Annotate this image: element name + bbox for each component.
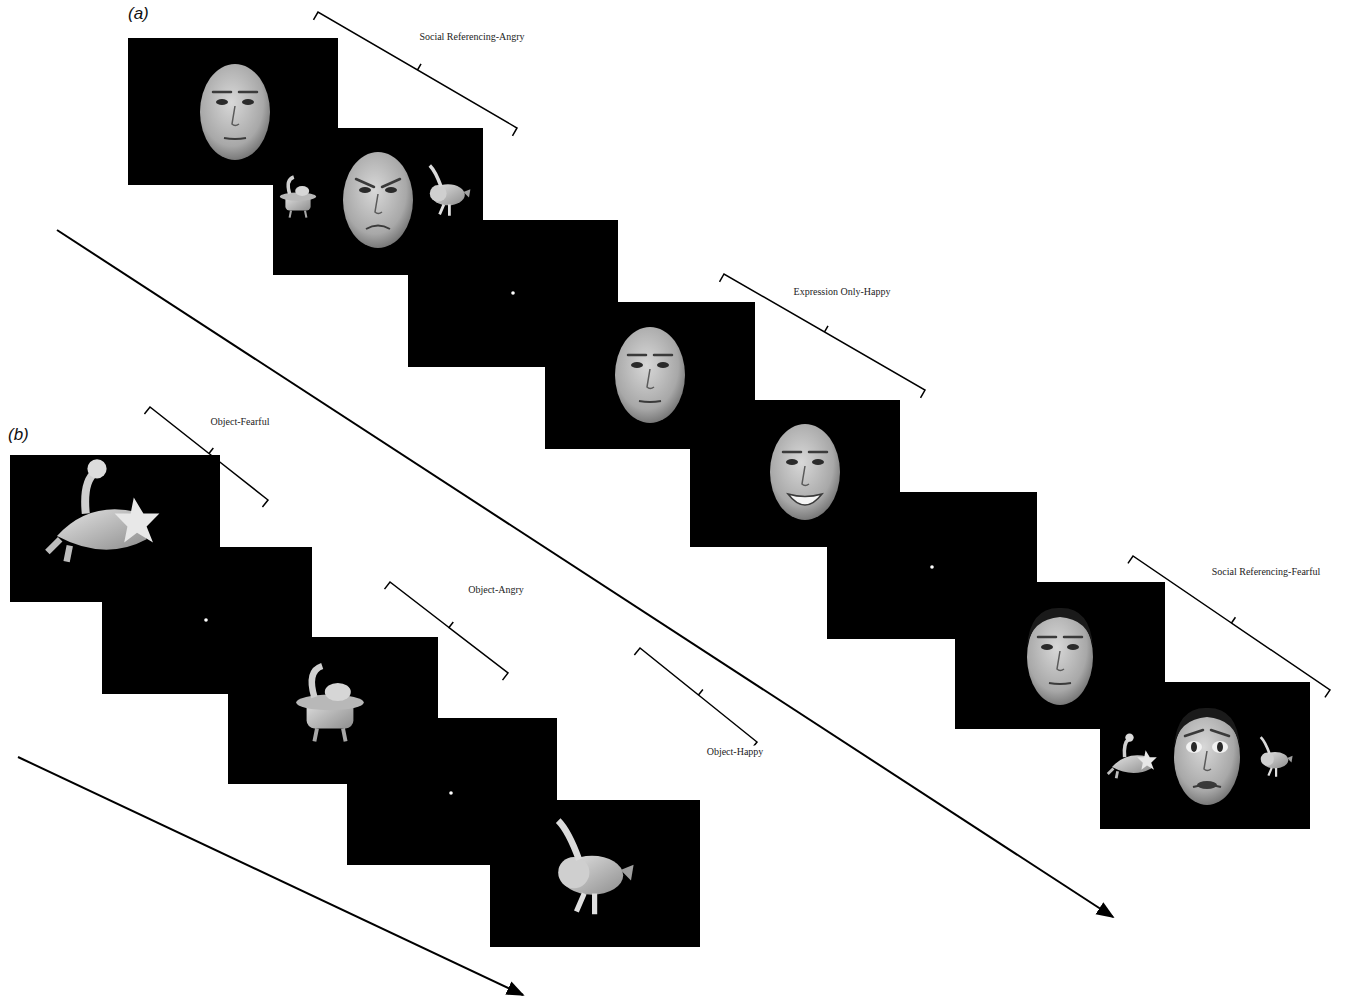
face-stimulus: [770, 424, 840, 520]
condition-label: Social Referencing-Angry: [417, 31, 526, 42]
panel-letter: (b): [8, 426, 29, 445]
stimulus-screen: [490, 800, 700, 947]
novel-object: [280, 177, 316, 218]
stimulus-screen: [1100, 682, 1310, 829]
face-stimulus: [200, 64, 270, 160]
fixation-point: [449, 791, 453, 795]
novel-object: [558, 821, 633, 915]
face-stimulus: [1027, 608, 1093, 705]
novel-object: [430, 165, 471, 215]
fixation-point: [930, 565, 934, 569]
novel-object: [47, 459, 159, 561]
fixation-point: [204, 618, 208, 622]
face-stimulus: [1174, 708, 1240, 805]
trial-bracket: [720, 274, 925, 398]
novel-object: [296, 666, 364, 741]
condition-label: Expression Only-Happy: [792, 286, 893, 297]
face-stimulus: [615, 327, 685, 423]
condition-label: Object-Angry: [466, 584, 526, 595]
novel-object: [1108, 733, 1157, 778]
trial-bracket: [634, 648, 757, 749]
condition-label: Object-Happy: [705, 746, 766, 757]
novel-object: [1261, 737, 1293, 777]
trial-bracket: [385, 582, 508, 680]
fixation-point: [511, 291, 515, 295]
condition-label: Object-Fearful: [209, 416, 272, 427]
panel-letter: (a): [128, 5, 149, 24]
trial-bracket: [1128, 556, 1330, 697]
condition-label: Social Referencing-Fearful: [1210, 566, 1323, 577]
face-stimulus: [343, 152, 413, 248]
